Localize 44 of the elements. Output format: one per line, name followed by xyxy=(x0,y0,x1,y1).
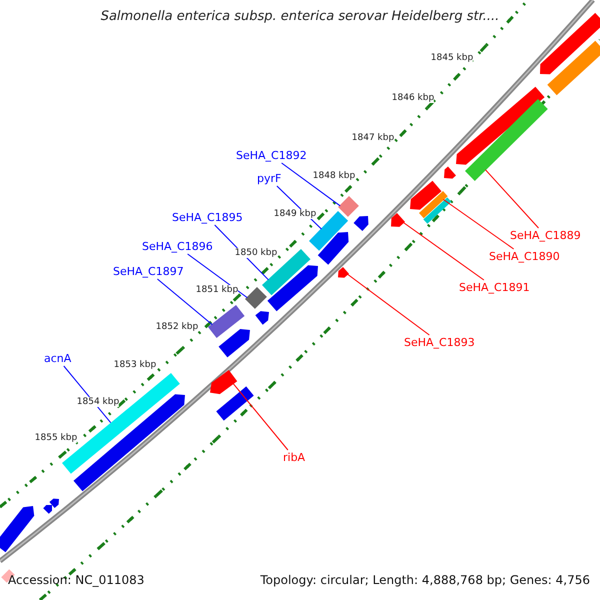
leader-line xyxy=(281,162,341,206)
leader-line xyxy=(402,222,484,280)
gene-label: SeHA_C1892 xyxy=(236,149,307,162)
leader-line xyxy=(214,224,269,280)
gene-label: SeHA_C1891 xyxy=(459,281,530,294)
scale-label: 1852 kbp xyxy=(156,322,198,332)
scale-label: 1845 kbp xyxy=(430,53,474,63)
gene-label: SeHA_C1889 xyxy=(510,229,581,242)
leader-line xyxy=(442,199,514,250)
scale-label: 1847 kbp xyxy=(352,133,394,143)
gene-feature-bar xyxy=(245,287,267,309)
leader-line xyxy=(232,383,288,450)
gene-label: ribA xyxy=(283,451,306,464)
scale-label: 1849 kbp xyxy=(274,209,316,219)
map-title: Salmonella enterica subsp. enterica serovar Heidelberg str.... xyxy=(100,9,500,24)
gene-feature-bar xyxy=(465,99,548,181)
scale-label: 1851 kbp xyxy=(196,285,238,295)
scale-label: 1848 kbp xyxy=(312,171,356,181)
gene-feature-bar xyxy=(62,372,180,474)
scale-label: 1854 kbp xyxy=(76,397,120,407)
leader-line xyxy=(346,274,430,336)
gene-label: pyrF xyxy=(257,172,282,185)
gene-feature-bar xyxy=(262,248,311,296)
gene-label: SeHA_C1890 xyxy=(489,250,560,263)
gene-feature-bar xyxy=(418,191,452,224)
gene-label: SeHA_C1893 xyxy=(404,336,475,349)
gene-label: acnA xyxy=(44,352,72,365)
gene-label: SeHA_C1896 xyxy=(142,240,213,253)
leader-line xyxy=(156,278,213,326)
accession-label: Accession: NC_011083 xyxy=(8,573,144,587)
gene-feature-bar xyxy=(391,212,405,226)
genome-info-label: Topology: circular; Length: 4,888,768 bp; Genes: 4,756 xyxy=(260,573,590,587)
leader-line xyxy=(63,366,112,424)
gene-label: SeHA_C1897 xyxy=(113,265,184,278)
leader-line xyxy=(276,186,322,230)
scale-label: 1846 kbp xyxy=(392,93,434,103)
scale-label: 1850 kbp xyxy=(234,248,278,258)
scale-label: 1855 kbp xyxy=(34,433,78,443)
gene-feature-bar xyxy=(208,305,244,338)
gene-feature-bar xyxy=(210,370,238,394)
leader-line xyxy=(485,169,539,228)
gene-label: SeHA_C1895 xyxy=(172,211,243,224)
leader-line xyxy=(187,254,248,298)
gene-feature-bar xyxy=(338,196,359,217)
